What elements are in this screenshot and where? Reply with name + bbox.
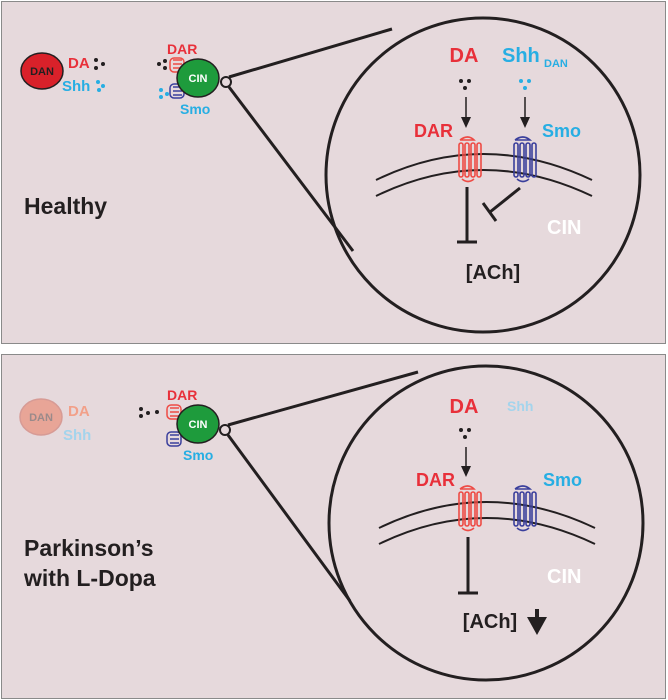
ach-decrease-arrow-icon [527, 609, 547, 635]
zoom-circle [327, 364, 645, 682]
parkinsons-panel: DAN DA Shh DAR CIN Smo DA Shh DAR Smo [1, 354, 666, 699]
condition-label: Healthy [24, 193, 107, 219]
zoom-line-bottom [226, 434, 352, 602]
smo-receptor-icon [513, 485, 537, 532]
source-shh-dots [96, 80, 105, 92]
ldopa-da-dots [139, 407, 159, 418]
dar-receptor-icon [458, 136, 482, 183]
source-da-dots [94, 58, 105, 70]
condition-label-line-1: Parkinson’s [24, 535, 154, 561]
dar-inhibits-ach [458, 537, 478, 595]
zoom-origin-circle [219, 424, 231, 436]
zoom-cin-label: CIN [547, 566, 581, 588]
source-da-label: DA [68, 55, 90, 72]
cin-dar-label: DAR [167, 41, 197, 57]
membrane-inner [375, 169, 593, 197]
source-da-label: DA [68, 403, 90, 420]
cin-dar-dots [157, 59, 167, 70]
smo-receptor-icon [513, 136, 537, 183]
zoom-shh-label: Shh [507, 398, 533, 414]
da-arrow [461, 447, 471, 477]
dar-receptor-icon [458, 485, 482, 532]
membrane-outer [375, 153, 593, 181]
source-shh-label: Shh [63, 427, 91, 444]
zoom-circle [324, 16, 642, 334]
healthy-panel: DAN DA Shh DAR CIN Smo DA Shh DAN [1, 1, 666, 344]
source-shh-label: Shh [62, 78, 90, 95]
da-arrow [461, 97, 471, 128]
zoom-cin-label: CIN [547, 217, 581, 239]
cin-label: CIN [189, 419, 208, 431]
zoom-smo-label: Smo [542, 121, 581, 141]
cin-smo-label: Smo [180, 101, 210, 117]
cin-label: CIN [189, 73, 208, 85]
membrane-outer [378, 501, 596, 529]
membrane-inner [378, 517, 596, 545]
zoom-line-top [227, 370, 419, 427]
zoom-shh-label: Shh [502, 45, 540, 67]
zoom-line-top [228, 27, 393, 79]
cin-smo-receptor-icon [166, 431, 182, 447]
zoom-dar-label: DAR [416, 470, 455, 490]
zoom-shh-dots [519, 79, 531, 90]
zoom-da-label: DA [450, 45, 479, 67]
dan-label: DAN [30, 66, 54, 78]
cin-cell: CIN [176, 404, 220, 444]
dan-neuron-faded: DAN [19, 398, 63, 436]
healthy-diagram: DAN DA Shh DAR CIN Smo DA Shh DAN [20, 16, 642, 334]
zoom-shh-subscript: DAN [544, 58, 568, 70]
zoom-da-dots [459, 79, 471, 90]
zoom-ach-label: [ACh] [466, 262, 520, 284]
zoom-origin-circle [220, 76, 232, 88]
cin-smo-dots [159, 88, 169, 99]
zoom-dar-label: DAR [414, 121, 453, 141]
shh-arrow [520, 97, 530, 128]
dan-neuron: DAN [20, 52, 64, 90]
cin-smo-label: Smo [183, 447, 213, 463]
parkinsons-diagram: DAN DA Shh DAR CIN Smo DA Shh DAR Smo [19, 364, 645, 682]
smo-inhibits-dar-pathway [481, 186, 521, 222]
cin-dar-label: DAR [167, 387, 197, 403]
zoom-smo-label: Smo [543, 470, 582, 490]
dar-inhibits-ach [457, 187, 477, 244]
dan-label: DAN [29, 412, 53, 424]
condition-label-line-2: with L-Dopa [23, 565, 156, 591]
zoom-ach-label: [ACh] [463, 611, 517, 633]
zoom-da-label: DA [450, 396, 479, 418]
zoom-da-dots [459, 428, 471, 439]
cin-cell: CIN [176, 58, 220, 98]
